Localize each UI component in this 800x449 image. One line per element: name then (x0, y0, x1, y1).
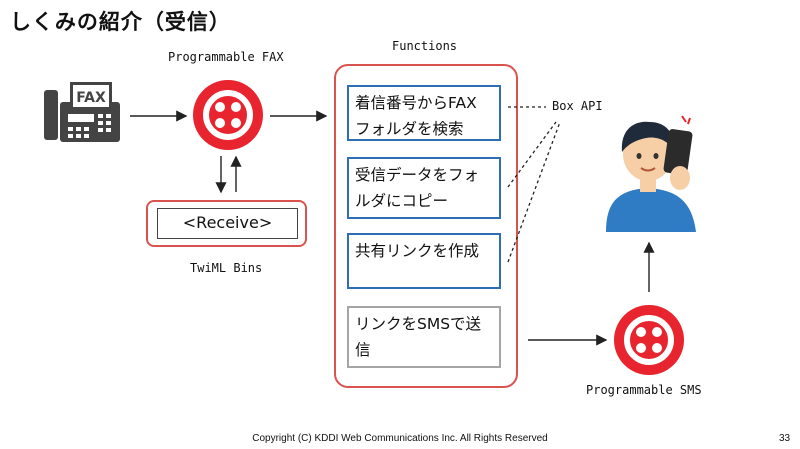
step-line: ルダにコピー (355, 192, 449, 210)
box-api-dashed-links (507, 106, 561, 263)
person-with-smartphone-icon (606, 115, 696, 232)
page-title: しくみの紹介（受信） (10, 10, 231, 34)
step-search-folder: 着信番号からFAX フォルダを検索 (347, 85, 501, 141)
functions-label: Functions (392, 39, 458, 53)
step-send-sms: リンクをSMSで送 信 (347, 306, 501, 368)
twilio-sms-logo-icon (614, 305, 684, 375)
step-line: 信 (355, 341, 371, 359)
fax-machine-icon: FAX (44, 82, 120, 142)
functions-group (334, 64, 518, 388)
box-api-label: Box API (552, 99, 603, 113)
twilio-fax-logo-icon (193, 80, 263, 150)
programmable-sms-label: Programmable SMS (586, 383, 702, 397)
step-create-shared-link: 共有リンクを作成 (347, 233, 501, 289)
receive-verb-box: <Receive> (157, 208, 298, 239)
programmable-fax-label: Programmable FAX (168, 50, 284, 64)
fax-icon-text: FAX (76, 90, 106, 106)
step-line: 共有リンクを作成 (355, 242, 480, 260)
step-line: リンクをSMSで送 (355, 315, 482, 333)
step-copy-data: 受信データをフォ ルダにコピー (347, 157, 501, 219)
twiml-bins-group (146, 200, 307, 247)
step-line: フォルダを検索 (355, 120, 464, 138)
twiml-bins-label: TwiML Bins (190, 261, 263, 275)
page-number: 33 (779, 433, 791, 444)
step-line: 受信データをフォ (355, 166, 480, 184)
step-line: 着信番号からFAX (355, 94, 477, 112)
copyright-footer: Copyright (C) KDDI Web Communications In… (252, 433, 548, 444)
